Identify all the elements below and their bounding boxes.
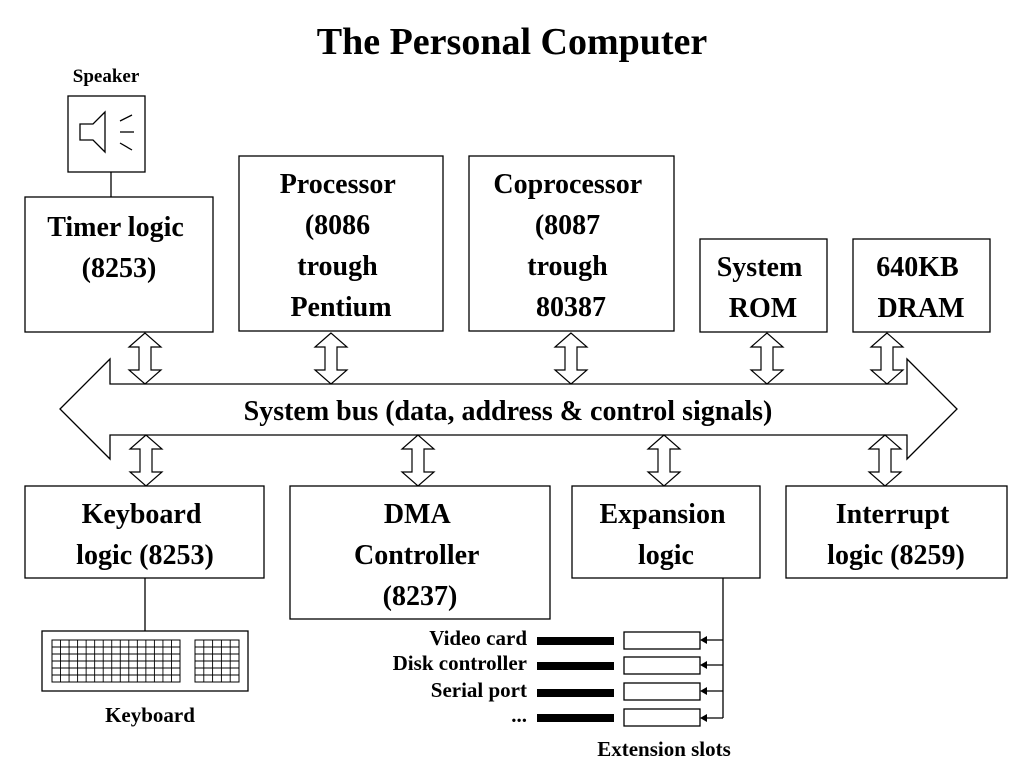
timer-logic-box: Timer logic (8253) [24,196,214,333]
coprocessor-box: Coprocessor (8087 trough 80387 [468,155,675,332]
speaker-icon [67,95,146,173]
top-connectors [127,332,905,385]
system-rom-box: System ROM [699,238,828,333]
processor-box: Processor (8086 trough Pentium [238,155,444,332]
keyboard-label: Keyboard [105,703,195,727]
dram-label: 640KB DRAM [876,252,965,324]
diagram-title: The Personal Computer [317,21,708,63]
expansion-logic-label: Expansion logic [599,499,732,571]
extension-slots: Video card Disk controller Serial port .… [393,578,731,761]
bottom-connectors [128,434,903,487]
slot-video-card [623,631,701,650]
more-bar [537,714,614,722]
keyboard-logic-label: Keyboard logic (8253) [76,499,214,571]
disk-controller-bar [537,662,614,670]
interrupt-logic-box: Interrupt logic (8259) [785,485,1008,579]
coprocessor-bus-connector [553,332,589,385]
main-key-grid [51,639,181,683]
dma-bus-connector [400,434,436,487]
video-card-bar [537,637,614,645]
keyboard-bus-connector [128,434,164,487]
serial-port-bar [537,689,614,697]
expansion-logic-box: Expansion logic [571,485,761,579]
interrupt-logic-label: Interrupt logic (8259) [827,499,965,571]
slot-serial-port [623,682,701,701]
keyboard-logic-box: Keyboard logic (8253) [24,485,265,579]
timer-logic-label: Timer logic (8253) [47,212,191,284]
dma-controller-label: DMA Controller (8237) [354,499,486,612]
keyboard-icon [41,630,249,692]
system-bus-arrow [59,357,958,461]
processor-bus-connector [313,332,349,385]
slot-label-video-card: Video card [429,626,527,650]
rom-bus-connector [749,332,785,385]
slot-arrowhead [700,687,707,695]
slot-label-more: ... [511,703,527,727]
extension-slots-caption: Extension slots [597,737,731,761]
timer-bus-connector [127,332,163,385]
interrupt-bus-connector [867,434,903,487]
slot-arrowhead [700,636,707,644]
dram-box: 640KB DRAM [852,238,991,333]
system-bus-label: System bus (data, address & control sign… [244,396,773,427]
expansion-bus-connector [646,434,682,487]
processor-label: Processor (8086 trough Pentium [280,169,403,323]
system-rom-label: System ROM [717,252,810,324]
slot-disk-controller [623,656,701,675]
numpad-key-grid [194,639,240,683]
coprocessor-label: Coprocessor (8087 trough 80387 [493,169,648,323]
slot-arrowhead [700,661,707,669]
slot-more [623,708,701,727]
dram-bus-connector [869,332,905,385]
slot-label-disk-controller: Disk controller [393,651,527,675]
slot-arrowhead [700,714,707,722]
dma-controller-box: DMA Controller (8237) [289,485,551,620]
slot-label-serial-port: Serial port [431,678,527,702]
speaker-label: Speaker [73,66,140,87]
